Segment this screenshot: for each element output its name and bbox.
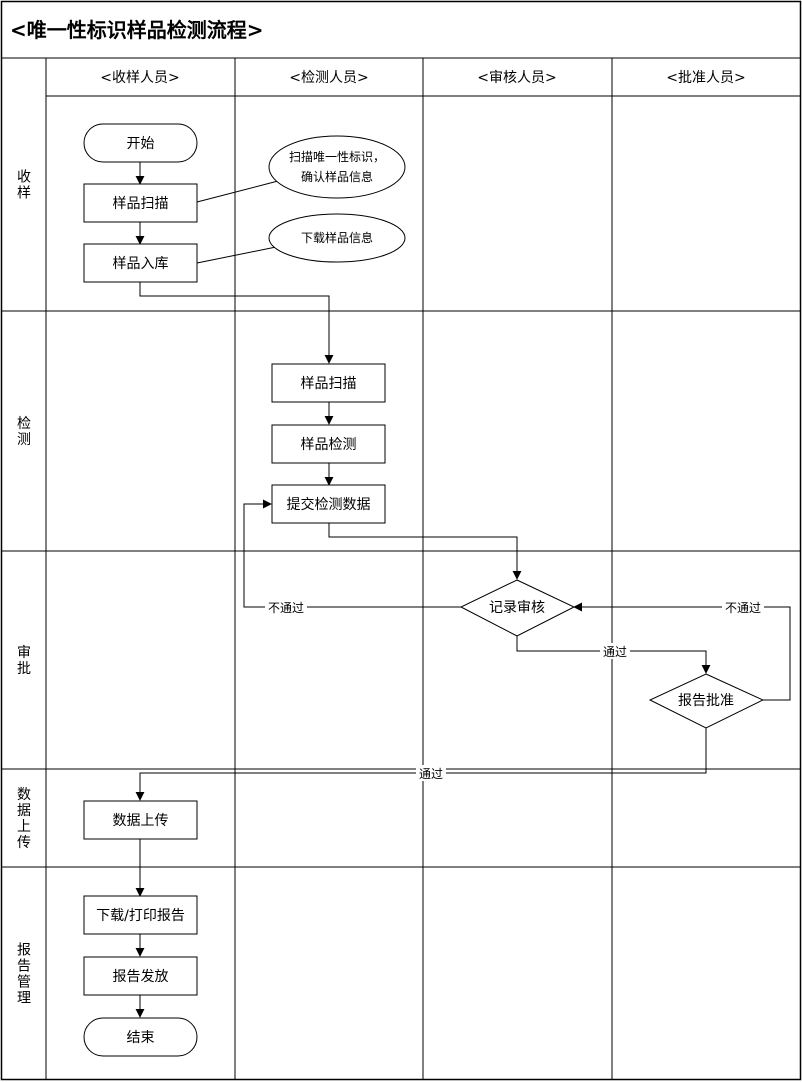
lane-header-approver: <批准人员> xyxy=(666,70,745,86)
note-line-scan xyxy=(196,180,279,203)
phase-label-2: 审批 xyxy=(17,645,31,677)
note-scan-line1: 扫描唯一性标识， xyxy=(289,150,385,164)
node-end-label: 结束 xyxy=(127,1030,155,1046)
node-test-scan: 样品扫描 xyxy=(271,363,386,403)
node-recv-store: 样品入库 xyxy=(83,243,198,283)
node-report-download-label: 下载/打印报告 xyxy=(96,907,185,924)
node-review: 记录审核 xyxy=(459,579,576,637)
node-report-download: 下载/打印报告 xyxy=(83,895,198,935)
phase-label-4: 报告管理 xyxy=(17,943,31,1007)
phase-label-1: 检测 xyxy=(17,416,31,448)
node-test-scan-label: 样品扫描 xyxy=(301,376,357,392)
node-start: 开始 xyxy=(83,123,198,163)
edge-label-bg xyxy=(722,599,764,615)
node-recv-scan-label: 样品扫描 xyxy=(113,196,169,212)
node-test-detect: 样品检测 xyxy=(271,424,386,464)
node-data-upload: 数据上传 xyxy=(83,800,198,840)
node-start-label: 开始 xyxy=(127,136,155,152)
node-approve: 报告批准 xyxy=(648,673,765,729)
connectors xyxy=(135,162,791,1018)
node-review-label: 记录审核 xyxy=(489,600,545,616)
node-end: 结束 xyxy=(83,1017,198,1057)
edge-store-to-test-scan xyxy=(139,282,334,364)
edge-label-bg xyxy=(265,599,307,615)
node-recv-scan: 样品扫描 xyxy=(83,183,198,223)
edge-label-bg xyxy=(416,765,446,781)
edge-submit-to-review xyxy=(328,523,522,580)
node-approve-label: 报告批准 xyxy=(678,693,734,709)
node-recv-store-label: 样品入库 xyxy=(113,256,169,272)
node-test-submit-label: 提交检测数据 xyxy=(287,496,371,513)
edge-label-review-pass: 通过 xyxy=(603,645,627,659)
edge-approve-reject xyxy=(573,602,791,701)
diagram-title: <唯一性标识样品检测流程> xyxy=(10,18,264,42)
note-download: 下载样品信息 xyxy=(268,213,406,263)
node-test-detect-label: 样品检测 xyxy=(301,437,357,453)
lane-header-receiver: <收样人员> xyxy=(100,70,179,86)
edge-label-approve-reject: 不通过 xyxy=(725,601,761,615)
edge-review-reject xyxy=(243,499,461,608)
note-download-label: 下载样品信息 xyxy=(301,230,373,245)
note-scan: 扫描唯一性标识， 确认样品信息 xyxy=(268,135,406,199)
edge-label-review-reject: 不通过 xyxy=(268,601,304,615)
phase-label-3: 数据上传 xyxy=(17,787,31,851)
node-report-issue-label: 报告发放 xyxy=(113,969,169,985)
lane-header-reviewer: <审核人员> xyxy=(477,70,556,86)
note-line-store xyxy=(196,246,277,264)
edge-label-bg xyxy=(600,643,630,659)
lane-header-tester: <检测人员> xyxy=(289,70,368,86)
edge-label-approve-pass: 通过 xyxy=(419,767,443,781)
node-data-upload-label: 数据上传 xyxy=(113,813,169,829)
node-report-issue: 报告发放 xyxy=(83,956,198,996)
phase-label-0: 收样 xyxy=(17,170,31,202)
node-test-submit: 提交检测数据 xyxy=(271,484,386,524)
note-scan-line2: 确认样品信息 xyxy=(301,169,373,184)
